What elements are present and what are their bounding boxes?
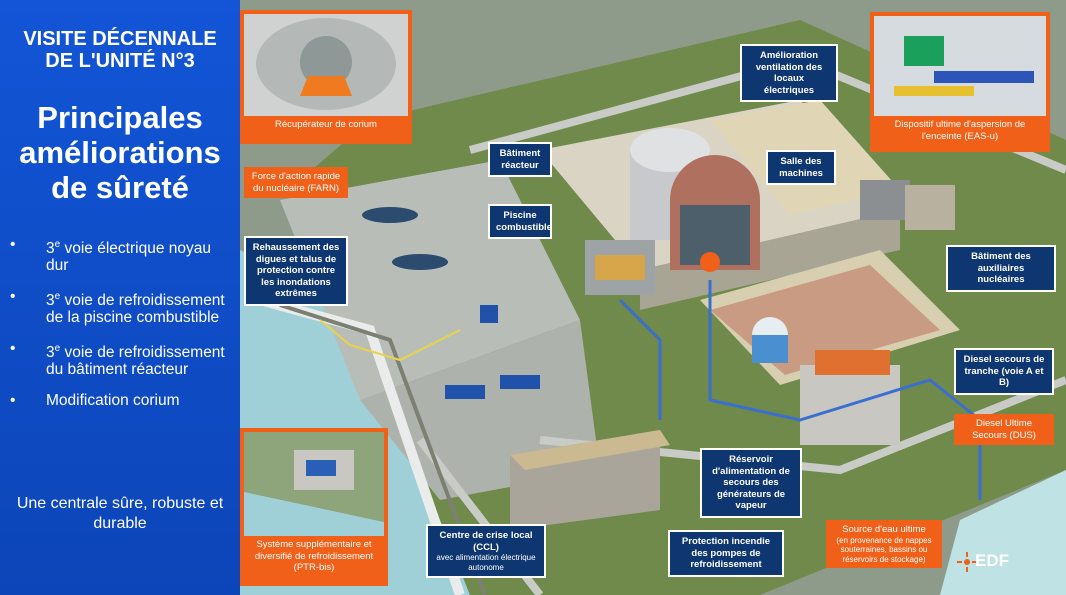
photo-corium-recuperator: Récupérateur de corium [240, 10, 412, 144]
bullet-item: Modification corium [8, 392, 234, 409]
page-title: VISITE DÉCENNALE DE L'UNITÉ N°3 [0, 28, 240, 72]
ptr-image [244, 432, 384, 536]
source-title: Source d'eau ultime [842, 524, 926, 535]
left-panel: VISITE DÉCENNALE DE L'UNITÉ N°3 Principa… [0, 0, 240, 595]
title-line-1: VISITE DÉCENNALE [23, 28, 217, 50]
corium-image [244, 14, 408, 116]
label-auxiliaires: Bâtiment des auxiliaires nucléaires [946, 245, 1056, 292]
heading-line-1: Principales [37, 100, 203, 135]
label-farn: Force d'action rapide du nucléaire (FARN… [244, 167, 348, 198]
label-protection-incendie: Protection incendie des pompes de refroi… [668, 530, 784, 577]
heading-line-3: de sûreté [51, 170, 189, 205]
corium-caption: Récupérateur de corium [275, 119, 377, 130]
label-ventilation: Amélioration ventilation des locaux élec… [740, 44, 838, 102]
ptr-caption: Système supplémentaire et diversifié de … [254, 539, 374, 573]
label-salle-machines: Salle des machines [766, 150, 836, 185]
tagline: Une centrale sûre, robuste et durable [16, 495, 224, 532]
bullet-list: 3e voie électrique noyau dur 3e voie de … [8, 236, 234, 423]
title-line-2: DE L'UNITÉ N°3 [45, 50, 195, 72]
bullet-item: 3e voie électrique noyau dur [8, 236, 234, 274]
label-reservoir: Réservoir d'alimentation de secours des … [700, 448, 802, 518]
heading-line-2: améliorations [19, 135, 221, 170]
eas-image [874, 16, 1046, 116]
ccl-sub: avec alimentation électrique autonome [436, 553, 536, 572]
photo-eas-u: Dispositif ultime d'aspersion de l'encei… [870, 12, 1050, 152]
label-source-eau: Source d'eau ultime (en provenance de na… [826, 520, 942, 568]
label-rehaussement: Rehaussement des digues et talus de prot… [244, 236, 348, 306]
photo-ptr-bis: Système supplémentaire et diversifié de … [240, 428, 388, 586]
source-sub: (en provenance de nappes souterraines, b… [836, 535, 932, 564]
edf-logo-icon [957, 552, 977, 572]
edf-logo-text: EDF [975, 551, 1009, 570]
eas-caption: Dispositif ultime d'aspersion de l'encei… [894, 119, 1026, 142]
ccl-title: Centre de crise local (CCL) [439, 530, 533, 553]
heading: Principales améliorations de sûreté [0, 100, 240, 205]
label-batiment-reacteur: Bâtiment réacteur [488, 142, 552, 177]
label-dus: Diesel Ultime Secours (DUS) [954, 414, 1054, 445]
label-piscine: Piscine combustible [488, 204, 552, 239]
label-ccl: Centre de crise local (CCL) avec aliment… [426, 524, 546, 578]
label-diesel-tranche: Diesel secours de tranche (voie A et B) [954, 348, 1054, 395]
bullet-item: 3e voie de refroidissement de la piscine… [8, 288, 234, 326]
bullet-item: 3e voie de refroidissement du bâtiment r… [8, 340, 234, 378]
